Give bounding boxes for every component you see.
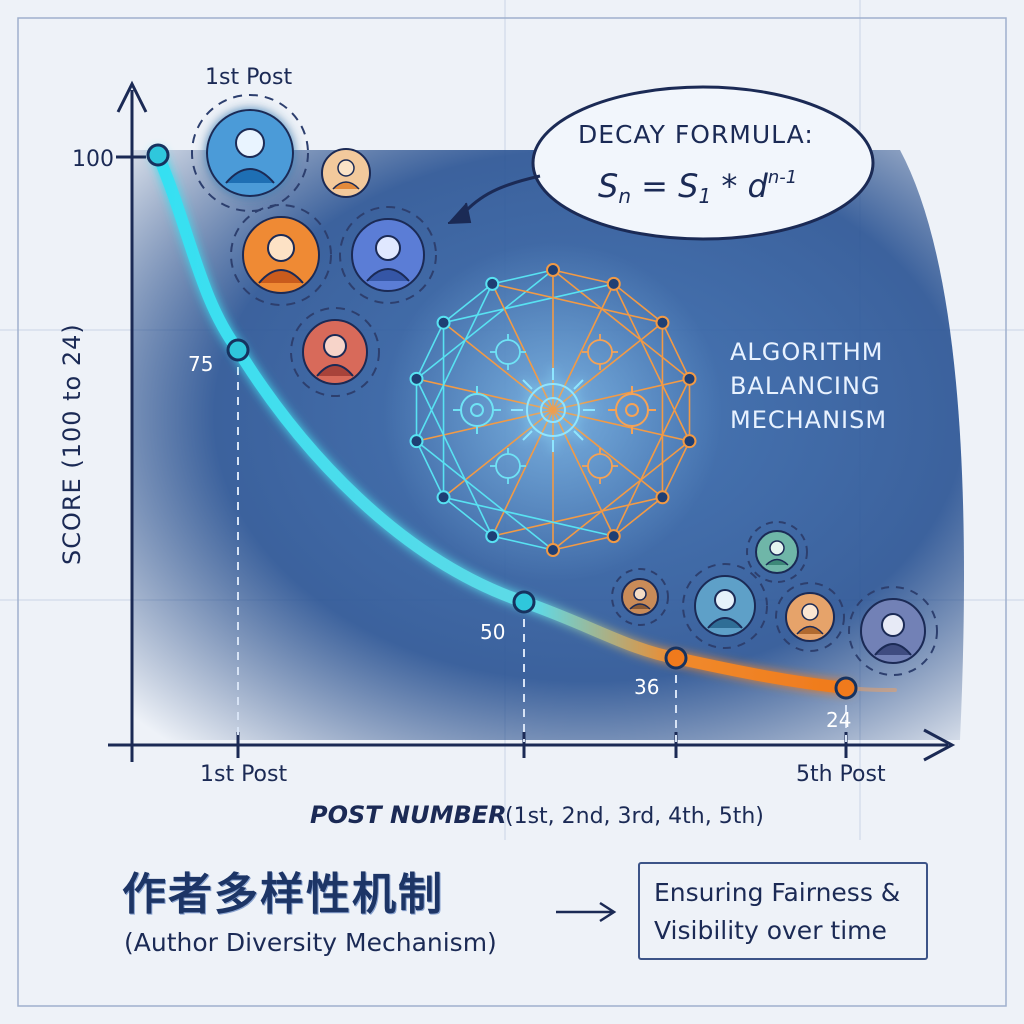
y-tick-label-100: 100 — [72, 147, 114, 172]
avatar-icon — [682, 563, 768, 649]
x-axis-label-detail: (1st, 2nd, 3rd, 4th, 5th) — [505, 804, 764, 829]
formula-expression: Sn = S1 * dn-1 — [598, 167, 797, 208]
network-edge — [415, 378, 493, 537]
avatar-icon — [191, 94, 309, 212]
network-gear-icon — [383, 242, 723, 582]
network-edge — [661, 322, 691, 380]
network-edge — [492, 269, 554, 285]
avatar-icon — [230, 204, 332, 306]
x-tick-label-last: 5th Post — [796, 762, 886, 787]
algorithm-label-line2: BALANCING — [730, 372, 881, 400]
avatar-cluster-bottom — [611, 521, 938, 676]
formula-title: DECAY FORMULA: — [578, 120, 814, 149]
network-node — [485, 529, 500, 544]
network-node — [436, 490, 451, 505]
avatar-icon — [611, 568, 669, 626]
network-edge — [552, 269, 690, 380]
algorithm-label: ALGORITHM BALANCING MECHANISM — [730, 338, 887, 434]
network-node — [546, 263, 560, 277]
point-value-label: 24 — [826, 708, 851, 732]
network-edge — [443, 283, 614, 324]
avatar-icon — [848, 586, 938, 676]
gear-icon — [608, 386, 656, 434]
fairness-line1: Ensuring Fairness & — [654, 878, 901, 907]
fairness-line2: Visibility over time — [654, 916, 887, 945]
avatar-icon — [321, 148, 371, 198]
network-edge — [613, 496, 663, 537]
network-node — [682, 371, 697, 386]
network-edge — [492, 535, 554, 551]
network-edge — [416, 269, 554, 380]
network-node — [655, 315, 670, 330]
network-edge — [552, 535, 614, 551]
network-node — [546, 543, 560, 557]
network-edge — [416, 440, 554, 551]
x-tick-label-first: 1st Post — [200, 762, 287, 787]
x-axis-label: POST NUMBER — [310, 801, 507, 829]
curve-point-2 — [226, 338, 250, 362]
x-axis-arrow-icon — [923, 728, 956, 762]
network-edge — [492, 283, 663, 324]
network-edge — [613, 378, 691, 537]
curve-points: 75 50 36 24 — [146, 143, 858, 732]
point-value-label: 75 — [188, 352, 213, 376]
curve-point-3 — [512, 590, 536, 614]
network-edge — [552, 440, 690, 551]
gear-icon — [582, 334, 618, 370]
network-node — [409, 371, 424, 386]
avatar-icon — [746, 521, 808, 583]
guide-lines — [237, 352, 847, 742]
network-edge — [415, 440, 445, 498]
network-edge — [443, 496, 614, 537]
network-edge — [491, 283, 615, 537]
network-edge — [492, 496, 663, 537]
avatar-icon — [775, 582, 845, 652]
network-node — [606, 529, 621, 544]
curve-point-1 — [146, 143, 170, 167]
network-edge — [613, 283, 663, 324]
y-axis-arrow-icon — [116, 80, 148, 113]
page-border — [17, 17, 1007, 1007]
algorithm-label-line1: ALGORITHM — [730, 338, 883, 366]
gear-icon — [453, 386, 501, 434]
network-edge — [415, 283, 493, 442]
network-node — [655, 490, 670, 505]
network-node — [409, 434, 424, 449]
network-edge — [661, 440, 691, 498]
network-edge — [552, 269, 614, 285]
network-node — [606, 276, 621, 291]
axes — [108, 80, 956, 762]
avatar-icon — [339, 206, 437, 304]
decay-curve — [152, 149, 852, 694]
y-axis-label: SCORE (100 to 24) — [58, 323, 86, 565]
gear-icon — [490, 448, 526, 484]
gear-icon — [511, 368, 595, 452]
point-value-label: 36 — [634, 675, 659, 699]
network-node — [682, 434, 697, 449]
fairness-box: Ensuring Fairness & Visibility over time — [638, 862, 928, 960]
network-edge — [443, 496, 493, 537]
avatar-icon — [290, 307, 380, 397]
footer-arrow-icon — [556, 901, 617, 923]
gear-icon — [490, 334, 526, 370]
network-edge — [443, 283, 493, 324]
algorithm-label-line3: MECHANISM — [730, 406, 887, 434]
top-post-label: 1st Post — [205, 65, 292, 90]
curve-point-4 — [664, 646, 688, 670]
avatar-cluster-top — [191, 94, 437, 397]
formula-arrowhead-icon — [447, 202, 472, 224]
curve-point-5 — [834, 676, 858, 700]
network-edge — [415, 322, 445, 380]
network-node — [436, 315, 451, 330]
network-edge — [613, 283, 691, 442]
network-node — [485, 276, 500, 291]
point-value-label: 50 — [480, 620, 505, 644]
footer-title-zh: 作者多样性机制 — [122, 869, 444, 920]
gear-icon — [582, 448, 618, 484]
formula-bubble: DECAY FORMULA: Sn = S1 * dn-1 — [447, 85, 875, 241]
footer-title-en: (Author Diversity Mechanism) — [124, 928, 497, 957]
